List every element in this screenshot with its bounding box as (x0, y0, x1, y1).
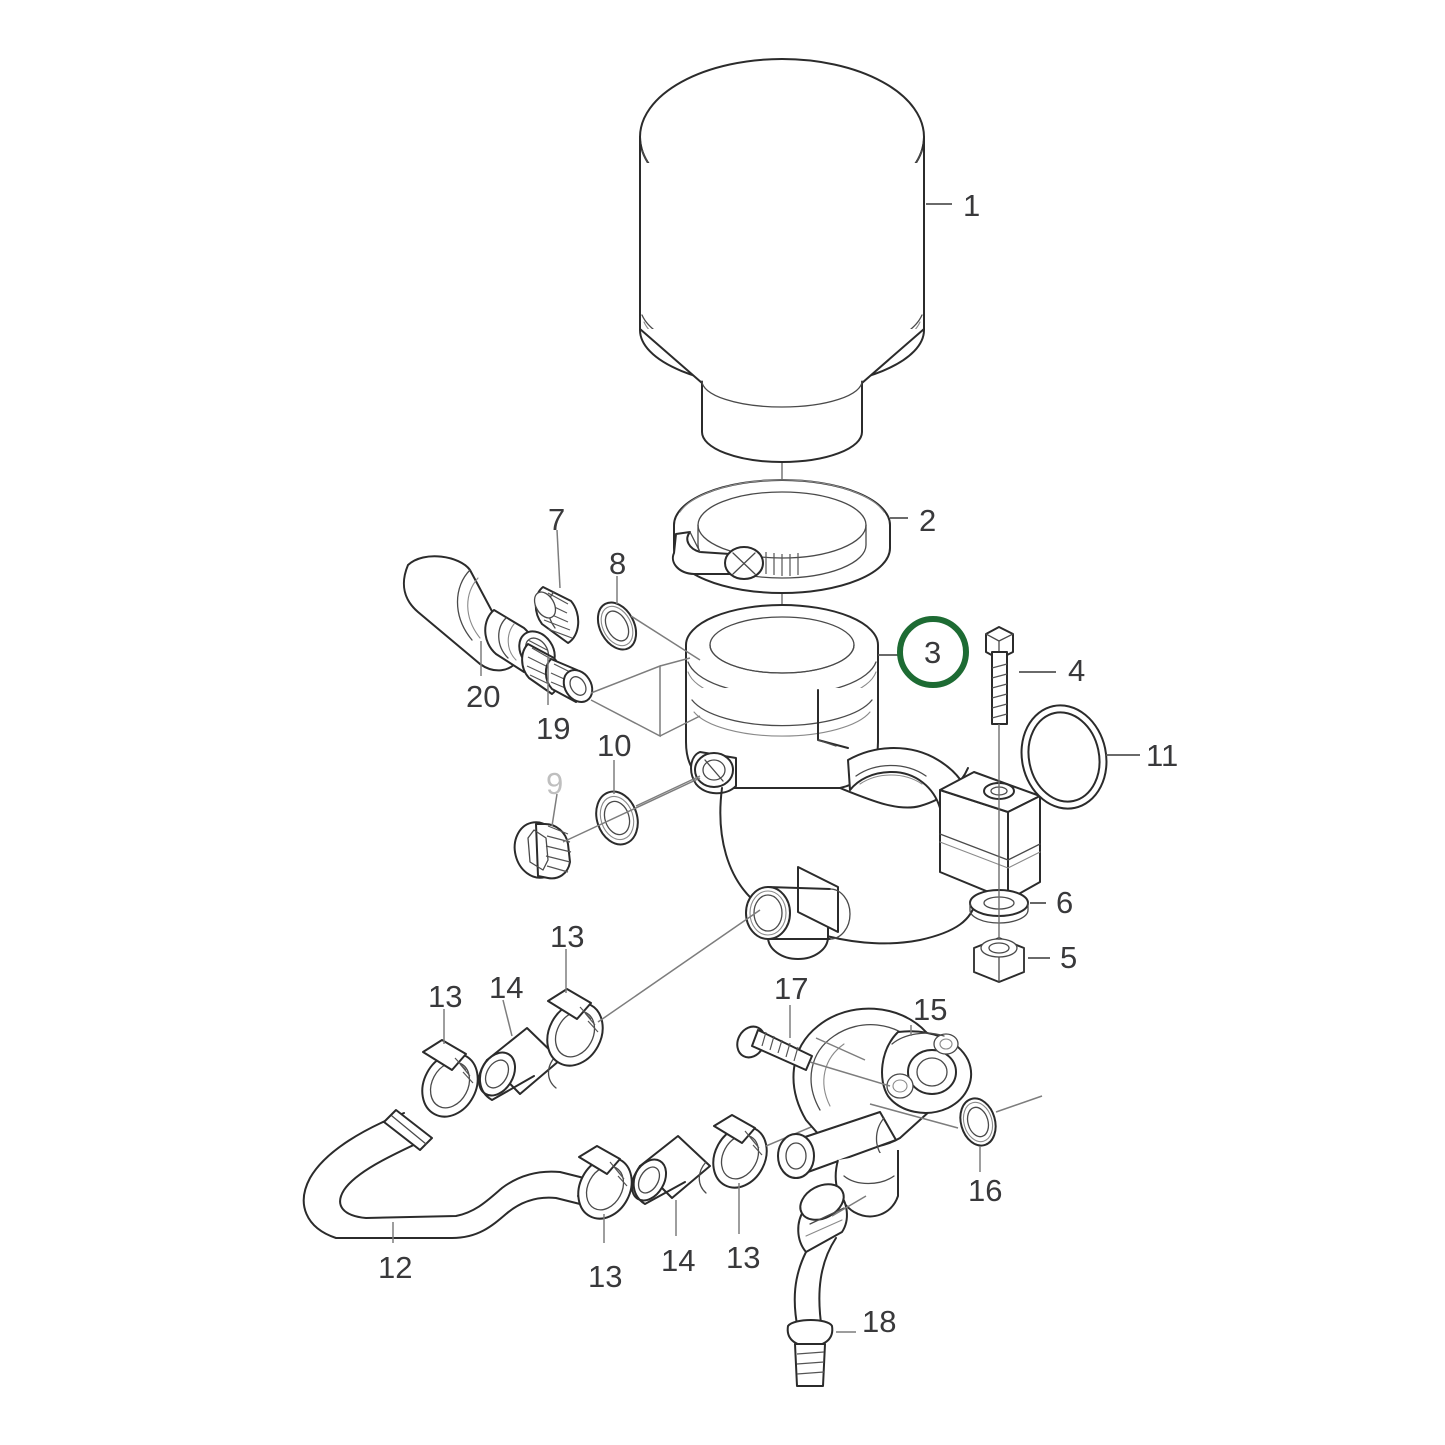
callout-label-4: 4 (1068, 653, 1086, 688)
callout-leader-lines (878, 203, 1140, 959)
callout-label-11: 11 (1146, 738, 1179, 773)
part-thermostat-washer-16 (869, 1095, 1043, 1172)
callout-label-12: 12 (378, 1250, 413, 1285)
callout-label-15: 15 (913, 992, 948, 1027)
part-hex-socket-plug-9 (513, 793, 572, 880)
callout-label-2: 2 (919, 503, 937, 538)
highlight-ring-part-3 (897, 616, 969, 688)
part-oil-filter-canister (639, 58, 925, 463)
part-oil-filter-housing (685, 604, 1041, 960)
part-hose-clamp-13a (421, 1009, 479, 1118)
part-hex-bolt-4 (985, 626, 1014, 800)
callout-label-17: 17 (774, 971, 809, 1006)
callout-label-5: 5 (1060, 940, 1078, 975)
bolt-thread-hatch (991, 663, 1008, 719)
part-threaded-plug-7 (533, 529, 580, 644)
part-hose-clamp-13c (577, 1145, 633, 1243)
leader-bracket-8-19 (590, 615, 701, 738)
callout-label-13b: 13 (550, 919, 585, 954)
part-elbow-fitting-18 (786, 1183, 867, 1387)
callout-label-14b: 14 (661, 1243, 696, 1278)
callout-label-18: 18 (862, 1304, 897, 1339)
part-hex-lock-nut-5 (973, 800, 1025, 983)
callout-label-13a: 13 (428, 979, 463, 1014)
callout-label-1: 1 (963, 188, 981, 223)
part-coolant-hose-12 (302, 1109, 621, 1243)
callout-label-13d: 13 (726, 1240, 761, 1275)
part-o-ring-11 (1020, 704, 1108, 810)
part-connector-sleeve-14a (477, 999, 561, 1101)
part-oil-pressure-sender-19 (521, 643, 594, 705)
callout-label-13c: 13 (588, 1259, 623, 1294)
part-thermostat-bolt-17 (736, 1005, 891, 1087)
part-hose-clamp-13b (546, 909, 761, 1067)
callout-label-9: 9 (546, 766, 564, 801)
callout-label-20: 20 (466, 679, 501, 714)
callout-label-19: 19 (536, 711, 571, 746)
part-sealing-ring-10 (562, 760, 701, 846)
part-thermostat-housing-15 (777, 1007, 973, 1218)
part-sealing-washer-8 (596, 576, 638, 651)
callout-label-7: 7 (548, 502, 566, 537)
callout-label-6: 6 (1056, 885, 1074, 920)
callout-label-10: 10 (597, 728, 632, 763)
part-hose-clamp-2 (671, 479, 891, 594)
callout-label-3: 3 (924, 635, 942, 670)
callout-label-16: 16 (968, 1173, 1003, 1208)
clamp-band-teeth (765, 552, 799, 576)
callout-label-8: 8 (609, 546, 627, 581)
part-hose-clamp-13d (712, 1097, 881, 1234)
part-connector-sleeve-14b (630, 1135, 711, 1236)
callout-label-14a: 14 (489, 970, 524, 1005)
